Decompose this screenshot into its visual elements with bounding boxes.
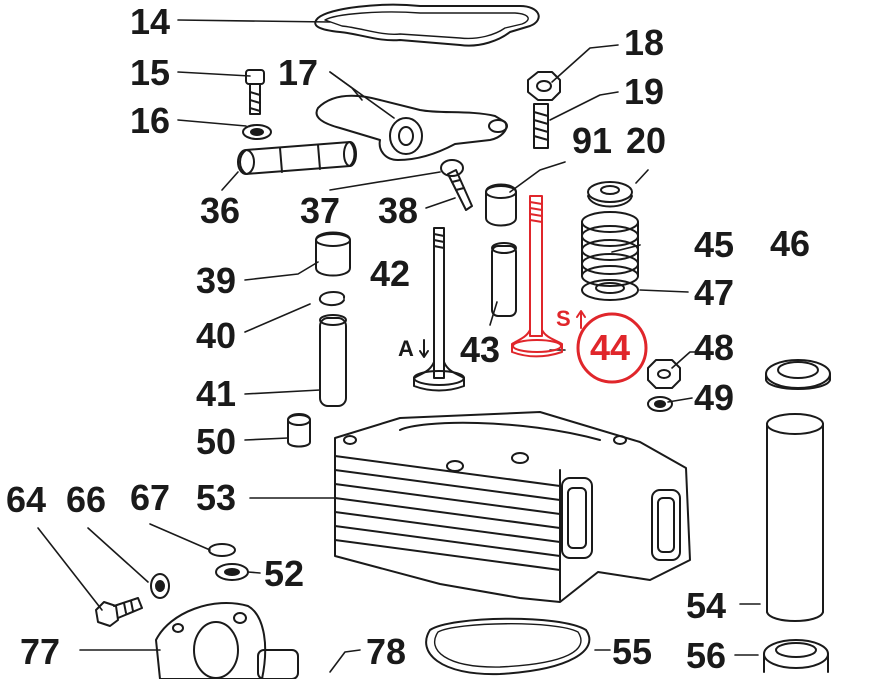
valve-guide-part-41 bbox=[319, 314, 347, 407]
washer-part-66 bbox=[150, 573, 170, 599]
cover-part-77 bbox=[155, 602, 299, 679]
arrow-up-s bbox=[576, 310, 586, 329]
label-66: 66 bbox=[66, 479, 107, 520]
valve-spring-part-45 bbox=[581, 211, 639, 287]
clip-part-40 bbox=[319, 291, 345, 306]
cap-part-50 bbox=[287, 413, 311, 448]
rocker-shaft-part-36 bbox=[237, 141, 357, 175]
label-14: 14 bbox=[130, 1, 171, 42]
label-36: 36 bbox=[200, 190, 241, 231]
label-54: 54 bbox=[686, 585, 727, 626]
intake-valve-part-44 bbox=[511, 195, 563, 358]
nut-part-48 bbox=[647, 359, 681, 389]
label-55: 55 bbox=[612, 631, 653, 672]
label-77: 77 bbox=[20, 631, 61, 672]
adjusting-screw-part-38 bbox=[440, 159, 473, 211]
bolt-part-64 bbox=[95, 597, 143, 627]
label-19: 19 bbox=[624, 71, 665, 112]
spring-seat-part-47 bbox=[581, 279, 639, 301]
grommet-part-67 bbox=[208, 543, 236, 557]
label-91: 91 bbox=[572, 120, 613, 161]
nut-part-18 bbox=[527, 71, 561, 101]
push-rod-tube-part-54 bbox=[766, 413, 824, 622]
label-43: 43 bbox=[460, 329, 501, 370]
arrow-down-a bbox=[419, 339, 429, 358]
cylinder-head-part-53 bbox=[334, 411, 691, 603]
seal-ring-part-56 bbox=[763, 639, 829, 673]
marker-s: S bbox=[556, 306, 571, 331]
label-49: 49 bbox=[694, 377, 735, 418]
seal-ring-part-46 bbox=[765, 359, 831, 390]
label-18: 18 bbox=[624, 22, 665, 63]
label-44: 44 bbox=[590, 327, 631, 368]
label-17: 17 bbox=[278, 52, 319, 93]
label-39: 39 bbox=[196, 260, 237, 301]
valve-cap-part-91 bbox=[485, 183, 517, 227]
washer-part-16 bbox=[242, 124, 272, 140]
gasket-part-55 bbox=[425, 617, 591, 676]
valve-cap-part-39 bbox=[315, 231, 351, 277]
label-42: 42 bbox=[370, 253, 411, 294]
label-37: 37 bbox=[300, 190, 341, 231]
label-15: 15 bbox=[130, 52, 171, 93]
bolt-part-15 bbox=[245, 69, 265, 115]
label-64: 64 bbox=[6, 479, 47, 520]
label-52: 52 bbox=[264, 553, 305, 594]
label-45: 45 bbox=[694, 224, 735, 265]
washer-part-49 bbox=[647, 396, 673, 412]
label-40: 40 bbox=[196, 315, 237, 356]
spring-retainer-part-20 bbox=[587, 181, 633, 208]
marker-a: A bbox=[398, 336, 414, 361]
label-56: 56 bbox=[686, 635, 727, 676]
label-16: 16 bbox=[130, 100, 171, 141]
stud-part-19 bbox=[533, 103, 549, 149]
label-53: 53 bbox=[196, 477, 237, 518]
top-gasket-part-14 bbox=[314, 3, 540, 47]
valve-guide-part-43 bbox=[491, 242, 517, 317]
label-50: 50 bbox=[196, 421, 237, 462]
part-44-circle bbox=[576, 312, 648, 384]
leader-lines bbox=[37, 19, 761, 673]
label-47: 47 bbox=[694, 272, 735, 313]
label-78: 78 bbox=[366, 631, 407, 672]
label-46: 46 bbox=[770, 223, 811, 264]
label-41: 41 bbox=[196, 373, 237, 414]
grommet-part-52 bbox=[215, 563, 249, 581]
label-38: 38 bbox=[378, 190, 419, 231]
label-20: 20 bbox=[626, 120, 667, 161]
label-67: 67 bbox=[130, 477, 171, 518]
label-48: 48 bbox=[694, 327, 735, 368]
rocker-arm-part-17 bbox=[315, 94, 508, 161]
exhaust-valve-part-42 bbox=[413, 227, 465, 392]
